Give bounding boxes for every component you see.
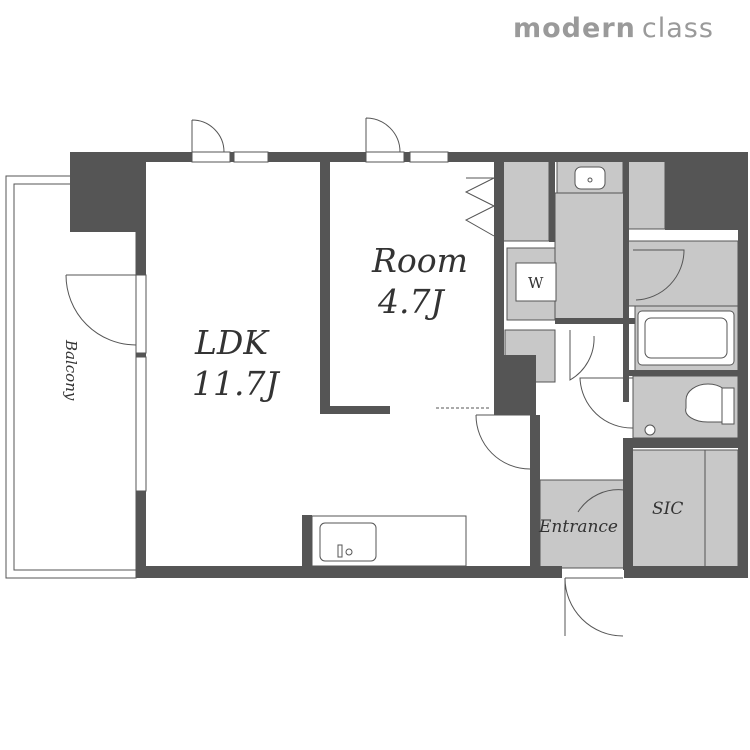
wall-kitchen-left (302, 515, 312, 569)
washer-label: W (528, 274, 544, 292)
wall-bottom (136, 566, 538, 578)
sic-label: SIC (652, 499, 683, 519)
window-room-1 (365, 151, 405, 163)
kitchen-sink (319, 522, 377, 562)
room-closet (502, 160, 550, 242)
window-balcony-1 (135, 274, 147, 354)
wall-room-left (320, 162, 330, 408)
door-closet-fold (464, 177, 495, 237)
wall-entrance-right (623, 440, 633, 570)
room-size: 4.7J (377, 282, 445, 321)
brand-modern: modern (513, 13, 636, 44)
fixtures (311, 166, 735, 567)
door-room-top (365, 117, 401, 153)
ldk-size: 11.7J (192, 364, 280, 403)
wall-wet-1 (549, 162, 555, 242)
wall-bath-bottom (627, 370, 738, 376)
window-ldk-1 (191, 151, 231, 163)
storage-shelf (626, 160, 666, 230)
brand-class: class (642, 13, 714, 44)
wall-room-right (494, 162, 504, 412)
window-ldk-2 (233, 151, 269, 163)
wall-top (70, 152, 748, 162)
balcony (5, 175, 137, 579)
door-entrance (564, 577, 624, 637)
wall-bottom-right (624, 566, 748, 578)
wall-wash-bottom (555, 318, 635, 324)
door-balcony (65, 274, 137, 346)
door-toilet (579, 377, 634, 429)
balcony-inner (13, 183, 137, 571)
window-balcony-2 (135, 356, 147, 492)
entrance (539, 479, 625, 569)
washer-box (515, 262, 557, 302)
kitchen-faucet (337, 544, 343, 558)
ldk-label: LDK (194, 323, 270, 362)
wall-wet-2 (623, 162, 629, 402)
wall-bottom-entrance-left (538, 566, 562, 578)
kitchen-drain (345, 548, 353, 556)
entrance-label: Entrance (538, 517, 618, 537)
washroom (554, 192, 628, 321)
wall-toilet-bottom (623, 438, 738, 448)
wall-right (738, 230, 748, 578)
wall-entrance-left (530, 415, 540, 570)
windows (135, 151, 449, 492)
room-label: Room (371, 241, 468, 280)
balcony-label: Balcony (62, 339, 80, 401)
window-room-2 (409, 151, 449, 163)
toilet-basin (644, 424, 656, 436)
sic-closet (631, 449, 739, 569)
door-bath (633, 249, 685, 301)
bathroom-upper (626, 240, 739, 307)
washbasin-drain (587, 177, 593, 183)
door-hall (475, 414, 531, 470)
door-wash (569, 330, 595, 381)
labels: LDK 11.7J Room 4.7J Balcony Entrance SIC… (62, 241, 683, 537)
wall-block-hall (494, 355, 536, 415)
door-ldk-top (191, 119, 225, 153)
doors (65, 117, 685, 637)
toilet-tank (721, 387, 735, 425)
wall-right-column (665, 152, 748, 230)
bathtub-inner (644, 317, 728, 359)
wall-left-column (70, 152, 136, 232)
wall-room-bottom (320, 406, 390, 414)
door-entrance-inner (577, 489, 625, 513)
